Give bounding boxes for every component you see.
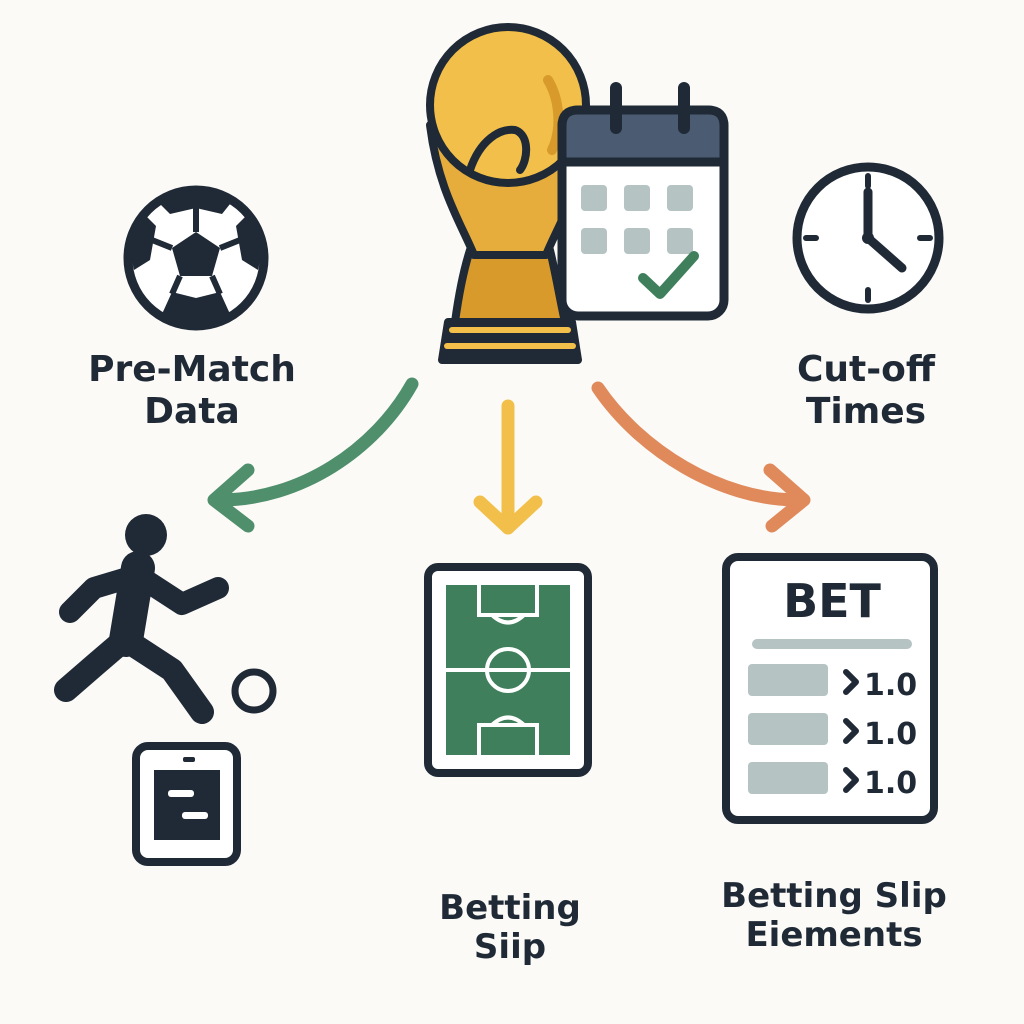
bet-slip-title: BET [783,574,881,628]
label-pre-match-line-1: Pre-Match [88,349,296,390]
label-betting-slip-line-1: Betting [439,888,581,928]
label-betting-slip-elements-line-1: Betting Slip [721,876,947,916]
trophy-icon [426,23,594,364]
label-cut-off-line-1: Cut-off [796,349,936,390]
bet-odds-2: 1.0 [864,717,917,752]
ball-icon [231,668,277,714]
bet-odds-1: 1.0 [864,668,917,703]
label-pre-match-line-2: Data [144,390,240,432]
label-betting-slip: Betting Siip [410,888,610,968]
label-betting-slip-line-2: Siip [473,927,547,968]
player-kicking-icon [54,514,229,724]
label-cut-off-times: Cut-off Times [760,349,972,433]
bet-odds-3: 1.0 [864,766,917,801]
soccer-pitch-icon [424,563,592,777]
label-cut-off-line-2: Times [805,390,927,432]
arrow-to-bet-slip [591,381,811,533]
label-pre-match-data: Pre-Match Data [72,349,312,433]
soccer-ball-icon [123,185,269,331]
arrow-to-player [207,377,419,533]
calendar-icon [557,82,729,321]
bet-slip-icon: BET 1.0 1.0 1.0 [722,553,938,824]
arrow-to-pitch [473,399,543,535]
tablet-icon [132,742,241,866]
label-betting-slip-elements: Betting Slip Eiements [696,876,972,956]
label-betting-slip-elements-line-2: Eiements [745,915,923,956]
clock-icon [792,162,944,314]
